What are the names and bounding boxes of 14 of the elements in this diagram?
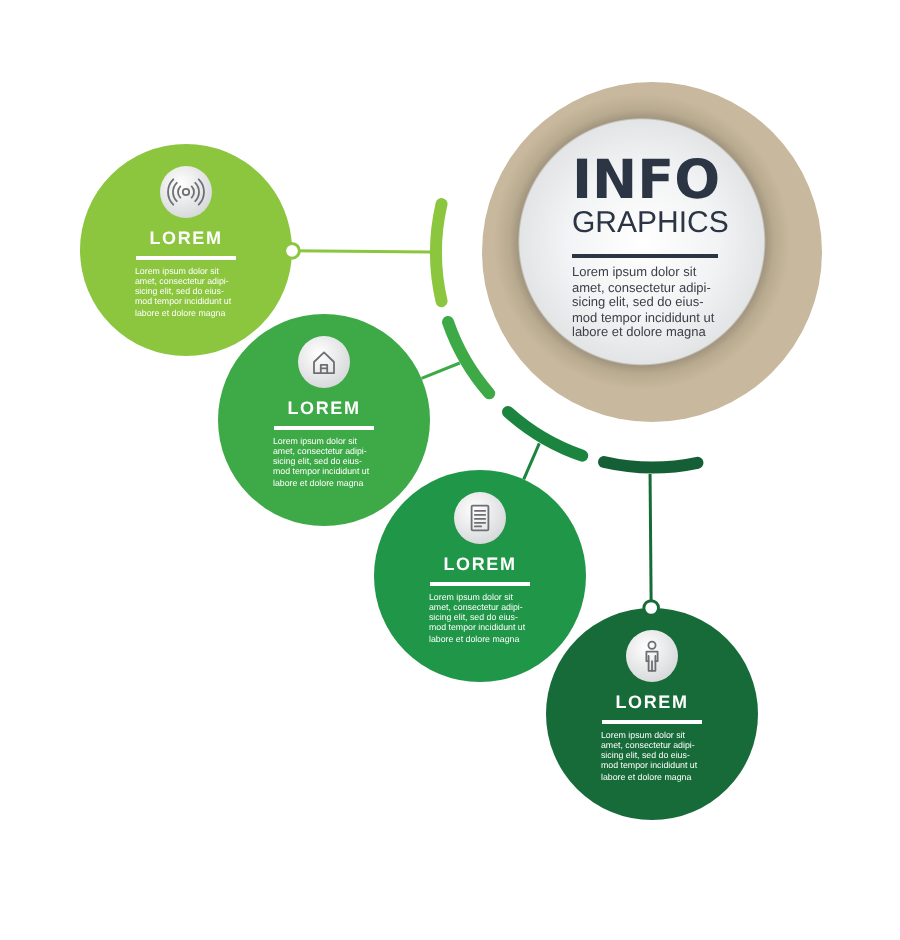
step-title: LOREM bbox=[149, 228, 223, 250]
arc-segment bbox=[597, 456, 703, 474]
connector-line bbox=[283, 242, 430, 260]
infographic-subtitle: GRAPHICS bbox=[572, 208, 729, 240]
step-title: LOREM bbox=[287, 398, 361, 420]
infographic-title: INFO bbox=[572, 154, 721, 208]
connector-line bbox=[522, 442, 541, 480]
step-title: LOREM bbox=[443, 554, 517, 576]
arc-segment bbox=[441, 316, 495, 400]
arc-segment bbox=[430, 197, 448, 307]
connector-line bbox=[420, 361, 461, 380]
step-title: LOREM bbox=[615, 692, 689, 714]
arc-segment bbox=[501, 406, 588, 463]
connector-line bbox=[642, 474, 660, 617]
